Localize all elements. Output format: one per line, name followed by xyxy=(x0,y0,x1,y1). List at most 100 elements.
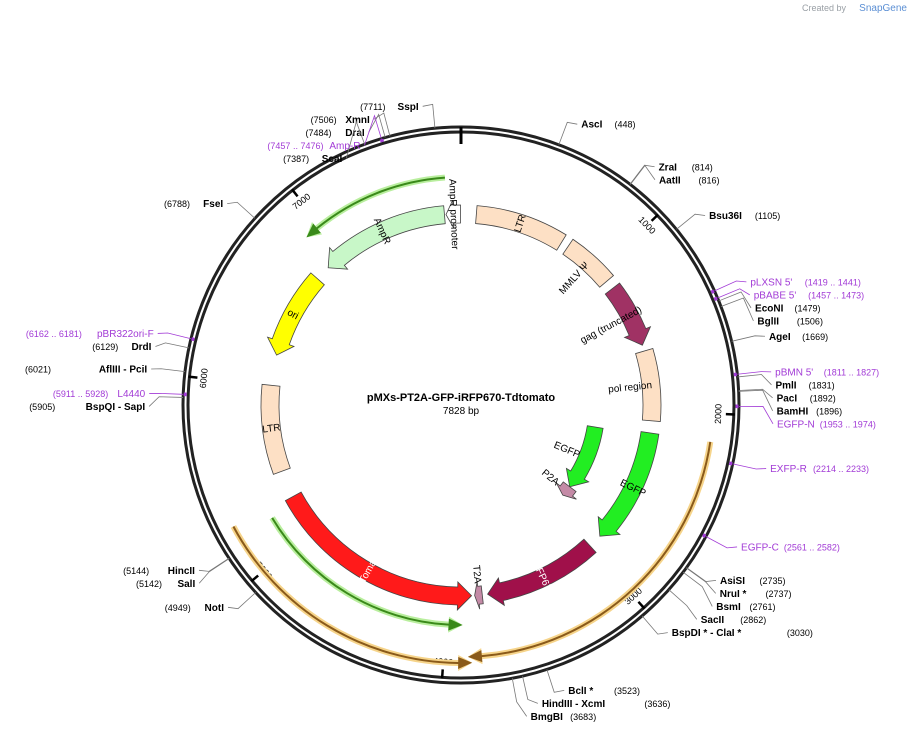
enzyme-nrui[interactable]: NruI * (2737) xyxy=(686,567,792,600)
primer-mark xyxy=(191,337,195,342)
enzyme-position: (3683) xyxy=(570,712,596,722)
primer-egfp-n[interactable]: EGFP-N (1953 .. 1974) xyxy=(735,404,876,431)
enzyme-bmgbi[interactable]: BmgBI (3683) xyxy=(511,678,596,723)
enzyme-name: EcoNI xyxy=(755,303,784,314)
enzyme-leader-line xyxy=(522,676,538,704)
enzyme-name: PmlI xyxy=(775,380,796,391)
enzyme-bamhi[interactable]: BamHI(1896) xyxy=(738,389,842,417)
feature-tdtomato[interactable] xyxy=(284,491,473,611)
inner-feature-p2a[interactable] xyxy=(555,481,577,500)
enzyme-fsei[interactable]: FseI(6788) xyxy=(164,199,256,219)
enzyme-position: (3523) xyxy=(614,686,640,696)
enzyme-leader-line xyxy=(738,388,773,399)
enzyme-leader-line xyxy=(558,121,578,145)
primer-mark xyxy=(710,289,715,294)
enzyme-leader-line xyxy=(151,368,186,373)
enzyme-leader-line xyxy=(546,669,565,693)
enzyme-position: (2862) xyxy=(740,615,766,625)
enzyme-leader-line xyxy=(731,335,765,342)
enzyme-name: ZraI xyxy=(659,162,678,173)
enzyme-name: BclI * xyxy=(568,686,593,697)
primer-amp-r[interactable]: Amp-R(7457 .. 7476) xyxy=(267,114,385,152)
enzyme-hincii[interactable]: HincII(5144) xyxy=(123,557,230,577)
enzyme-name: AscI xyxy=(581,120,602,131)
enzyme-sacii[interactable]: SacII(2862) xyxy=(668,589,766,626)
feature-pol-region[interactable] xyxy=(635,347,662,422)
enzyme-name: NruI * xyxy=(720,589,747,600)
enzyme-leader-line xyxy=(227,201,256,219)
enzyme-bsu36i[interactable]: Bsu36I(1105) xyxy=(676,211,780,230)
enzyme-zrai[interactable]: ZraI(814) xyxy=(629,162,713,185)
enzyme-drdi[interactable]: DrdI(6129) xyxy=(92,342,190,353)
feature-ampr[interactable] xyxy=(327,205,446,270)
feature-gag-truncated[interactable] xyxy=(604,282,652,346)
enzyme-position: (5905) xyxy=(29,402,55,412)
primer-name: Amp-R xyxy=(329,141,360,152)
feature-irfp670[interactable] xyxy=(487,538,597,607)
enzyme-bspdi-clai[interactable]: BspDI * - ClaI *(3030) xyxy=(641,615,813,639)
enzyme-paci[interactable]: PacI(1892) xyxy=(738,388,836,404)
enzyme-leader-line xyxy=(641,615,668,635)
feature-ltr[interactable] xyxy=(260,383,291,475)
primer-plxsn-5[interactable]: pLXSN 5'(1419 .. 1441) xyxy=(710,277,861,294)
credit-prefix: Created by xyxy=(802,3,847,13)
feature-label-ltr: LTR xyxy=(262,422,281,435)
inner-feature-egfp[interactable] xyxy=(565,425,604,488)
enzyme-pmli[interactable]: PmlI(1831) xyxy=(737,374,835,392)
enzyme-agei[interactable]: AgeI(1669) xyxy=(731,332,829,343)
enzyme-position: (7387) xyxy=(283,154,309,164)
tick-5000 xyxy=(250,574,259,583)
primer-pbabe-5[interactable]: pBABE 5'(1457 .. 1473) xyxy=(713,288,864,302)
primer-leader-line xyxy=(738,405,774,425)
enzyme-position: (1506) xyxy=(797,316,823,326)
enzyme-position: (2735) xyxy=(760,576,786,586)
enzyme-name: DraI xyxy=(345,128,365,139)
feature-label-ltr: LTR xyxy=(513,213,529,234)
primer-name: L4440 xyxy=(117,389,145,400)
feature-ampr-promoter[interactable] xyxy=(445,199,461,229)
feature-mmlv[interactable] xyxy=(562,238,615,288)
enzyme-asisi[interactable]: AsiSI(2735) xyxy=(686,567,786,587)
primer-leader-line xyxy=(737,371,772,375)
enzyme-leader-line xyxy=(718,291,752,309)
enzyme-sspi[interactable]: SspI(7711) xyxy=(360,102,436,129)
primer-leader-line xyxy=(717,288,750,299)
feature-label-ori: ori xyxy=(285,307,300,322)
enzyme-bspqi-sapi[interactable]: BspQI - SapI (5905) xyxy=(29,396,184,413)
enzyme-sali[interactable]: SalI(5142) xyxy=(136,558,230,590)
feature-t2a[interactable] xyxy=(474,581,484,610)
enzyme-asci[interactable]: AscI(448) xyxy=(558,120,636,145)
enzyme-name: HincII xyxy=(168,566,195,577)
primer-name: pBR322ori-F xyxy=(97,329,154,340)
primer-position: (1953 .. 1974) xyxy=(820,419,876,429)
enzyme-bsmi[interactable]: BsmI(2761) xyxy=(682,571,775,613)
orf-bars xyxy=(230,174,714,671)
primer-name: EGFP-N xyxy=(777,419,815,430)
enzyme-name: AgeI xyxy=(769,332,791,343)
primer-mark xyxy=(713,296,718,302)
primer-exfp-r[interactable]: EXFP-R(2214 .. 2233) xyxy=(728,461,869,475)
enzyme-econi[interactable]: EcoNI(1479) xyxy=(718,291,821,314)
primer-sites: pLXSN 5'(1419 .. 1441)pBABE 5'(1457 .. 1… xyxy=(26,114,879,553)
enzyme-name: BspQI - SapI xyxy=(86,402,146,413)
enzyme-name: NotI xyxy=(205,603,225,614)
enzyme-leader-line xyxy=(198,558,230,584)
enzyme-aatii[interactable]: AatII(816) xyxy=(630,164,719,186)
enzyme-drai[interactable]: DraI(7484) xyxy=(305,113,386,139)
feature-ori[interactable] xyxy=(266,272,325,356)
enzyme-name: BmgBI xyxy=(531,712,563,723)
primer-pbr322ori-f[interactable]: pBR322ori-F(6162 .. 6181) xyxy=(26,329,195,342)
primer-pbmn-5[interactable]: pBMN 5'(1811 .. 1827) xyxy=(733,367,879,378)
enzyme-bcli[interactable]: BclI * (3523) xyxy=(546,669,640,697)
primer-l4440[interactable]: L4440(5911 .. 5928) xyxy=(53,389,187,400)
enzyme-hindiii-xcmi[interactable]: HindIII - XcmI(3636) xyxy=(522,676,671,710)
enzyme-noti[interactable]: NotI(4949) xyxy=(165,592,256,614)
feature-ltr[interactable] xyxy=(475,205,567,251)
enzyme-position: (2737) xyxy=(766,589,792,599)
enzyme-bglii[interactable]: BglII(1506) xyxy=(720,297,823,327)
feature-egfp[interactable] xyxy=(597,431,660,537)
primer-egfp-c[interactable]: EGFP-C(2561 .. 2582) xyxy=(701,533,840,553)
enzyme-scai[interactable]: ScaI(7387) xyxy=(283,120,366,165)
enzyme-afliii-pcii[interactable]: AflIII - PciI(6021) xyxy=(25,364,186,375)
